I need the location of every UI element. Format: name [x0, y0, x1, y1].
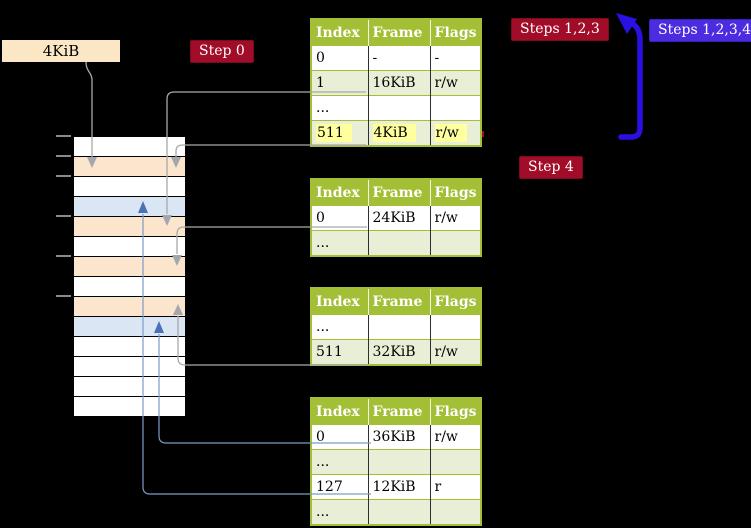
memory-tick — [56, 295, 71, 297]
steps-123-label: Steps 1,2,3 — [511, 18, 609, 41]
table-cell — [368, 449, 431, 475]
column-header: Flags — [430, 179, 481, 206]
table-row: ... — [311, 95, 481, 121]
table-cell: 36KiB — [368, 424, 431, 450]
step0-label: Step 0 — [190, 40, 254, 63]
column-header: Frame — [368, 19, 431, 46]
memory-frame-blue — [73, 316, 186, 337]
arrow-table1-row511-to-memory — [171, 144, 366, 168]
table-cell: ... — [311, 314, 369, 340]
memory-frame-wheat — [73, 256, 186, 277]
column-header: Frame — [368, 288, 431, 315]
table-cell — [430, 449, 481, 475]
table-cell: 0 — [311, 205, 369, 231]
step4-label: Step 4 — [519, 156, 583, 179]
table-cell — [430, 95, 481, 121]
memory-tick — [56, 255, 71, 257]
column-header: Flags — [430, 288, 481, 315]
column-header: Flags — [430, 398, 481, 425]
table-cell: - — [368, 45, 431, 71]
table-cell: 24KiB — [368, 205, 431, 231]
column-header: Index — [311, 19, 369, 46]
table-cell: 12KiB — [368, 474, 431, 500]
memory-tick — [56, 215, 71, 217]
table-row: ... — [311, 449, 481, 475]
memory-tick — [56, 155, 71, 157]
column-header: Index — [311, 288, 369, 315]
table-row: 511 4KiB r/w — [311, 120, 481, 146]
memory-frame-white — [73, 276, 186, 297]
memory-frame-white — [73, 236, 186, 257]
table-cell — [368, 499, 431, 525]
column-header: Frame — [368, 398, 431, 425]
highlighted-value: 511 — [316, 124, 352, 142]
table-row: 0-- — [311, 45, 481, 71]
column-header: Index — [311, 179, 369, 206]
steps-1234-label: Steps 1,2,3,4 — [649, 19, 751, 42]
memory-frame-white — [73, 396, 186, 417]
table-cell: - — [430, 45, 481, 71]
steps-loop-arrow — [616, 13, 643, 140]
table-cell: 1 — [311, 70, 369, 96]
table-cell: 4KiB — [368, 120, 431, 146]
table-cell: r/w — [430, 424, 481, 450]
memory-frame-white — [73, 356, 186, 377]
table-cell — [430, 314, 481, 340]
highlighted-value: 4KiB — [372, 124, 416, 142]
table-cell: r/w — [430, 70, 481, 96]
table-cell: r/w — [430, 339, 481, 365]
table-cell: ... — [311, 449, 369, 475]
frame-size-box: 4KiB — [2, 40, 120, 62]
table-cell: ... — [311, 95, 369, 121]
table-row: ... — [311, 499, 481, 525]
column-header: Index — [311, 398, 369, 425]
memory-frame-white — [73, 336, 186, 357]
table-cell — [368, 95, 431, 121]
table-cell: 0 — [311, 45, 369, 71]
column-header: Flags — [430, 19, 481, 46]
memory-frame-white — [73, 136, 186, 157]
memory-frame-blue — [73, 196, 186, 217]
memory-tick — [56, 175, 71, 177]
table-cell: 511 — [311, 339, 369, 365]
table-cell: 16KiB — [368, 70, 431, 96]
frame-size-label: 4KiB — [42, 42, 80, 60]
table-cell — [368, 230, 431, 256]
memory-frame-wheat — [73, 296, 186, 317]
table-row: ... — [311, 314, 481, 340]
table-cell: r/w — [430, 205, 481, 231]
memory-frame-white — [73, 176, 186, 197]
highlighted-value: r/w — [434, 124, 467, 142]
memory-frame-white — [73, 376, 186, 397]
table-row: ... — [311, 230, 481, 256]
table-cell: 127 — [311, 474, 369, 500]
table-cell: r/w — [430, 120, 481, 146]
memory-frame-wheat — [73, 216, 186, 237]
table-cell — [430, 230, 481, 256]
table-cell — [368, 314, 431, 340]
column-header: Frame — [368, 179, 431, 206]
highlight-marker-dash — [480, 131, 484, 137]
physical-memory-column — [73, 136, 186, 417]
table-cell — [430, 499, 481, 525]
table-cell: ... — [311, 499, 369, 525]
table-cell: 0 — [311, 424, 369, 450]
table-cell: ... — [311, 230, 369, 256]
memory-tick — [56, 135, 71, 137]
table-cell: 511 — [311, 120, 369, 146]
table-cell: r — [430, 474, 481, 500]
memory-frame-wheat — [73, 156, 186, 177]
table-cell: 32KiB — [368, 339, 431, 365]
